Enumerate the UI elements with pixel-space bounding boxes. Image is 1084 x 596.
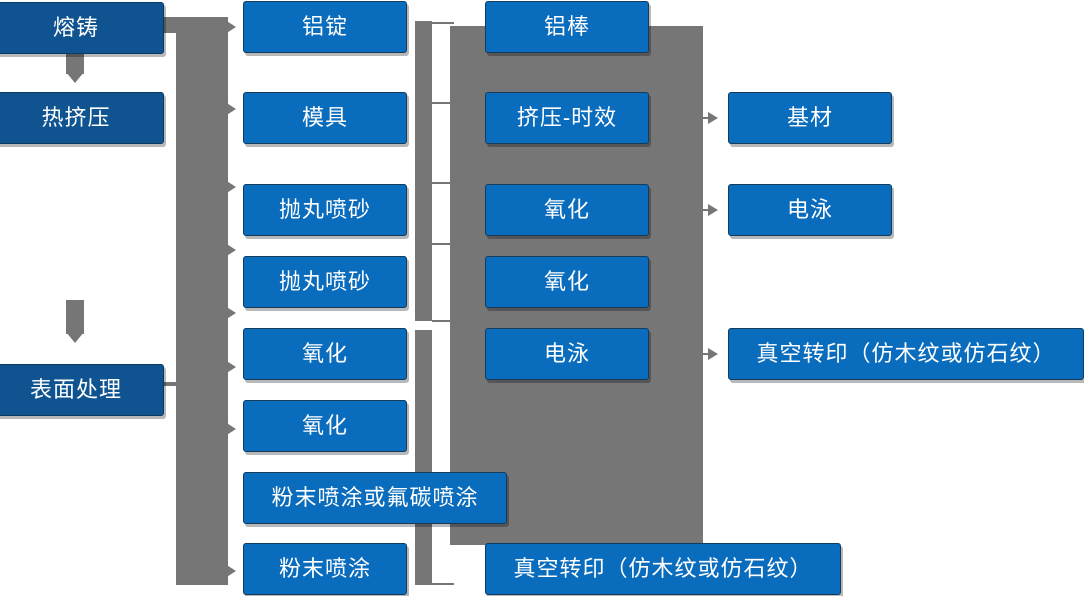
process-aluminum-bar-label: 铝棒 <box>543 14 590 39</box>
process-oxidation-1[interactable]: 氧化 <box>485 184 649 236</box>
mid-rail-tick-2 <box>432 102 454 104</box>
arrow-right-icon-substrate <box>708 112 718 124</box>
input-shotblast-2-label: 抛丸喷砂 <box>278 269 371 294</box>
arrow-right-icon-trunk-6 <box>222 358 236 376</box>
left-trunk-surface-stub <box>160 382 186 386</box>
output-electrophor-label: 电泳 <box>786 197 833 222</box>
left-trunk-vertical <box>176 17 228 585</box>
input-die[interactable]: 模具 <box>243 92 407 144</box>
input-aluminum-ingot[interactable]: 铝锭 <box>243 1 407 53</box>
arrow-stem-substrate <box>700 117 714 119</box>
input-die-label: 模具 <box>301 105 348 130</box>
arrow-right-icon-trunk-4 <box>222 241 236 259</box>
input-aluminum-ingot-label: 铝锭 <box>301 14 348 39</box>
output-substrate-label: 基材 <box>786 105 833 130</box>
output-substrate[interactable]: 基材 <box>728 92 892 144</box>
arrow-right-icon-electrophor <box>708 204 718 216</box>
stage-surface-label: 表面处理 <box>29 377 122 402</box>
arrow-right-icon-trunk-3 <box>222 178 236 196</box>
process-extrude-aging-label: 挤压-时效 <box>516 105 618 130</box>
input-shotblast-1-label: 抛丸喷砂 <box>278 197 371 222</box>
input-powder-or-pvdf-label: 粉末喷涂或氟碳喷涂 <box>271 485 479 510</box>
arrow-right-icon-trunk-1 <box>222 18 236 36</box>
mid-rail-vertical-lower <box>415 330 432 585</box>
process-oxidation-1-label: 氧化 <box>543 197 590 222</box>
arrow-stem-electrophor <box>700 209 714 211</box>
mid-rail-tick-6 <box>432 583 454 585</box>
process-electrophor-label: 电泳 <box>543 341 590 366</box>
output-electrophor[interactable]: 电泳 <box>728 184 892 236</box>
stage-casting-label: 熔铸 <box>52 15 99 40</box>
arrow-down-icon-surface <box>66 332 84 343</box>
arrow-right-icon-trunk-5 <box>222 304 236 322</box>
arrow-stem-vacuum-print <box>700 353 714 355</box>
stage-casting[interactable]: 熔铸 <box>0 2 164 54</box>
arrow-right-icon-trunk-7 <box>222 420 236 438</box>
process-oxidation-2-label: 氧化 <box>543 269 590 294</box>
mid-rail-tick-1 <box>432 22 454 24</box>
process-oxidation-2[interactable]: 氧化 <box>485 256 649 308</box>
left-trunk-extrude-link <box>66 300 84 334</box>
arrow-right-icon-trunk-8 <box>222 562 236 580</box>
arrow-down-icon <box>66 72 84 83</box>
mid-rail-tick-4 <box>432 243 454 245</box>
input-oxidation-2[interactable]: 氧化 <box>243 400 407 452</box>
stage-surface[interactable]: 表面处理 <box>0 364 164 416</box>
output-vacuum-print-label: 真空转印（仿木纹或仿石纹） <box>756 341 1056 366</box>
process-vacuum-print-label: 真空转印（仿木纹或仿石纹） <box>513 556 813 581</box>
input-oxidation-1[interactable]: 氧化 <box>243 328 407 380</box>
process-extrude-aging[interactable]: 挤压-时效 <box>485 92 649 144</box>
stage-extrude[interactable]: 热挤压 <box>0 92 164 144</box>
output-vacuum-print[interactable]: 真空转印（仿木纹或仿石纹） <box>728 328 1084 380</box>
input-shotblast-2[interactable]: 抛丸喷砂 <box>243 256 407 308</box>
input-shotblast-1[interactable]: 抛丸喷砂 <box>243 184 407 236</box>
arrow-right-icon-vacuum-print <box>708 348 718 360</box>
stage-extrude-label: 热挤压 <box>41 105 111 130</box>
input-oxidation-2-label: 氧化 <box>301 413 348 438</box>
process-electrophor[interactable]: 电泳 <box>485 328 649 380</box>
mid-rail-tick-3 <box>432 182 454 184</box>
arrow-right-icon-trunk-2 <box>222 100 236 118</box>
mid-rail-tick-5 <box>432 320 454 322</box>
input-powder-coating[interactable]: 粉末喷涂 <box>243 543 407 595</box>
mid-rail-vertical-upper <box>415 21 432 321</box>
input-oxidation-1-label: 氧化 <box>301 341 348 366</box>
process-vacuum-print[interactable]: 真空转印（仿木纹或仿石纹） <box>485 543 841 595</box>
input-powder-or-pvdf[interactable]: 粉末喷涂或氟碳喷涂 <box>243 472 507 524</box>
process-aluminum-bar[interactable]: 铝棒 <box>485 1 649 53</box>
input-powder-coating-label: 粉末喷涂 <box>278 556 371 581</box>
